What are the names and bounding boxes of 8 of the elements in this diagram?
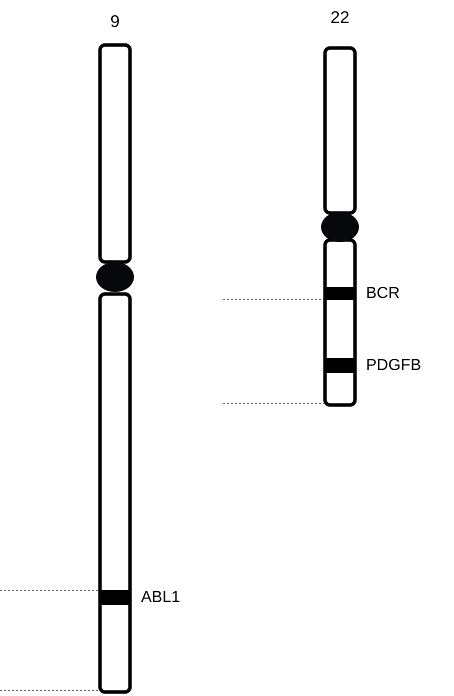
gene-label: PDGFB (366, 356, 422, 376)
chromosome-band (101, 590, 129, 605)
chromosome-band (326, 287, 354, 300)
gene-label: BCR (366, 284, 400, 304)
chromosome-number: 22 (330, 8, 350, 28)
chromosome-number: 9 (109, 12, 121, 32)
gene-label: ABL1 (141, 588, 180, 608)
chromosome-band (326, 358, 354, 373)
